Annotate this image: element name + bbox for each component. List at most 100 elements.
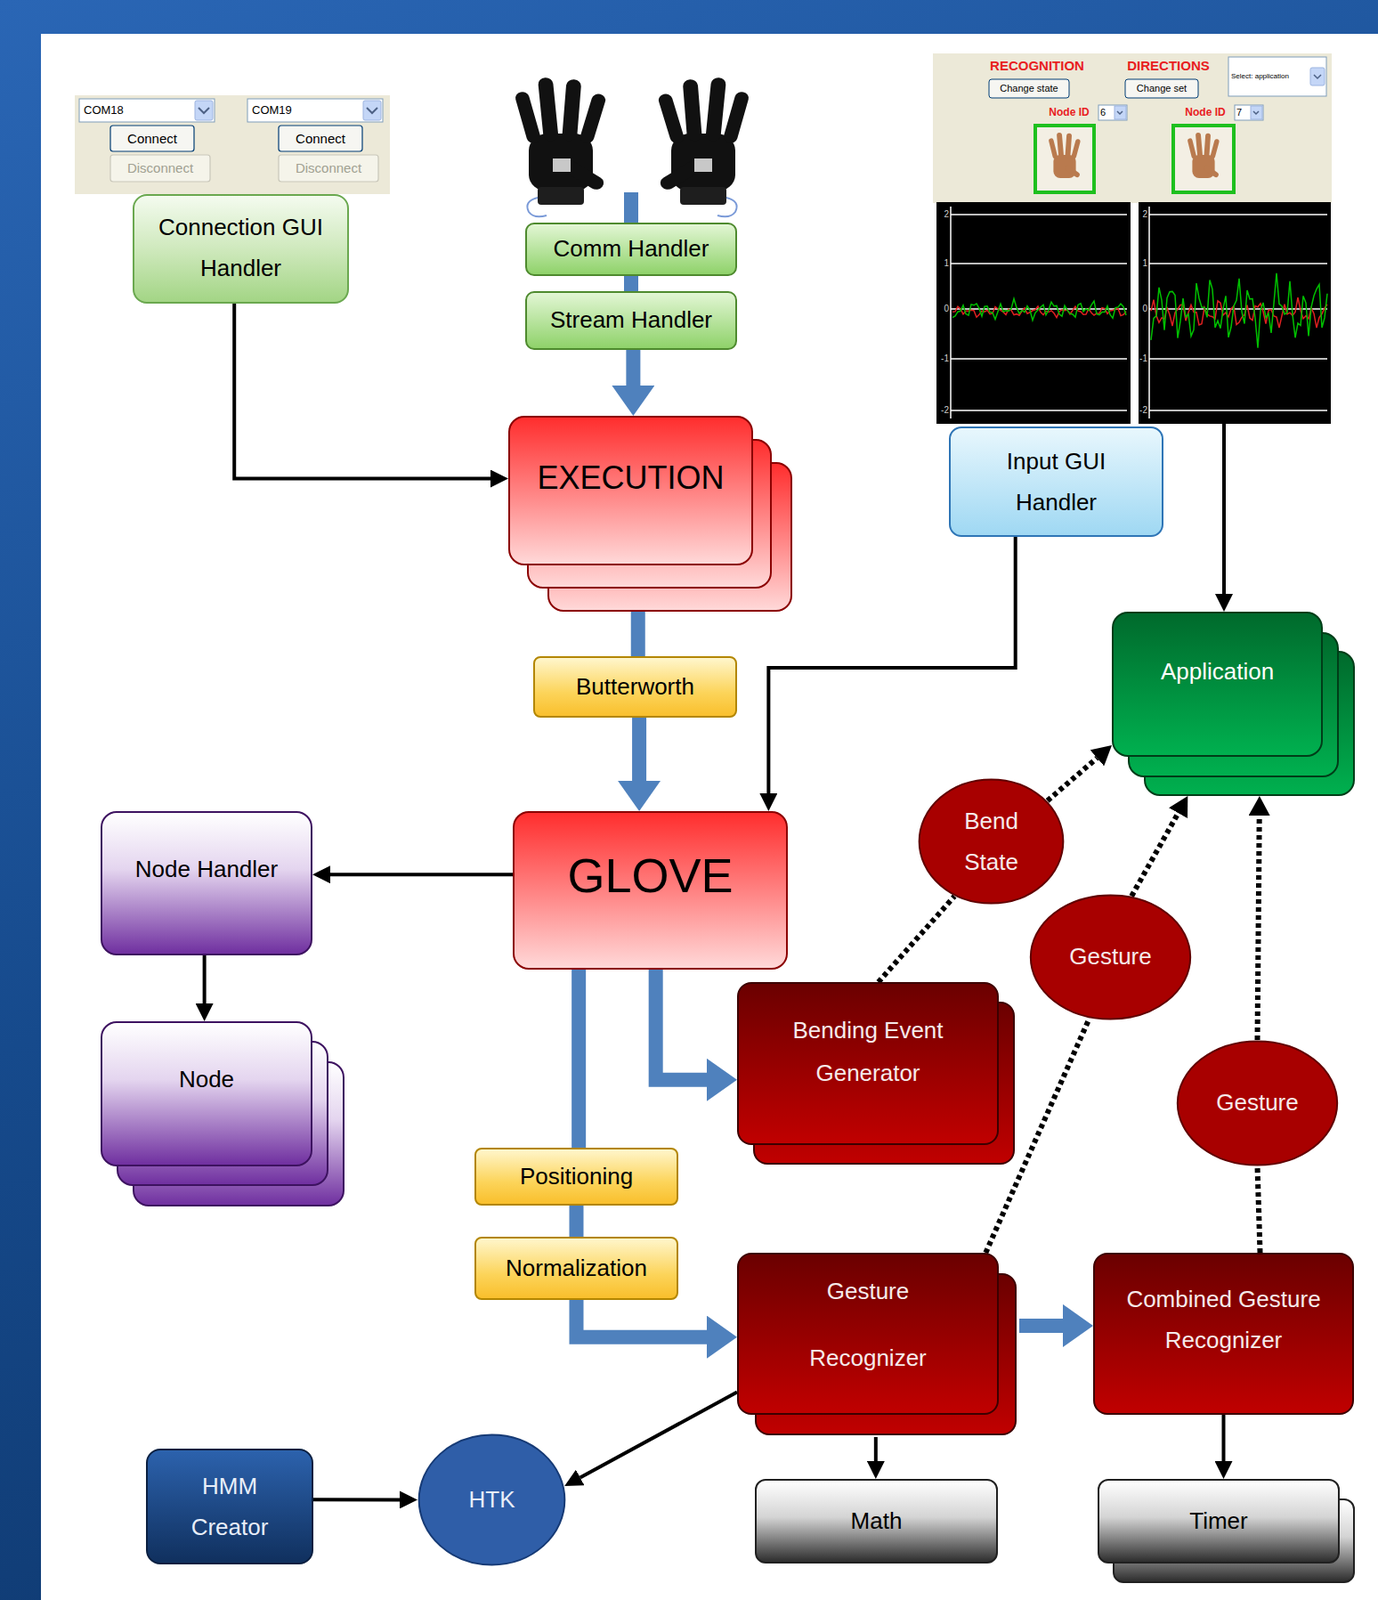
data-flow-arrow	[569, 1205, 584, 1237]
glove-cable	[526, 197, 547, 217]
button-label: Change state	[988, 79, 1070, 98]
node-box: Node	[100, 1021, 313, 1167]
data-flow-arrow	[624, 275, 639, 292]
gui-heading: RECOGNITION	[979, 56, 1095, 75]
combo-chevron	[1117, 111, 1123, 114]
box-label: Butterworth	[575, 672, 695, 701]
gridline	[1149, 357, 1328, 360]
control-arrow	[234, 303, 491, 479]
data-flow-arrow	[625, 349, 641, 386]
combo-button	[1310, 67, 1325, 86]
box-label: Comm Handler	[553, 235, 710, 263]
axis-tick: 0	[935, 302, 949, 316]
box-label: Gesture	[1069, 942, 1152, 971]
box-face: Connection GUI Handler	[132, 194, 349, 304]
gui-heading: DIRECTIONS	[1112, 56, 1224, 75]
control-arrow	[330, 872, 513, 876]
data-flow-arrow	[1019, 1318, 1063, 1333]
glove-cuff	[537, 186, 584, 205]
box-face: Input GUI Handler	[948, 426, 1164, 537]
combo-box	[1234, 105, 1264, 121]
box-face: Bend State	[917, 778, 1065, 905]
node-box: Node Handler	[100, 810, 313, 956]
tool-circle: HTK	[417, 1433, 567, 1566]
box-face: Application	[1111, 611, 1323, 757]
axis-tick: -1	[935, 352, 949, 365]
hand-icon-frame	[1035, 125, 1095, 193]
axis-tick: 2	[1135, 208, 1148, 221]
box-label: Combined Gesture Recognizer	[1112, 1278, 1336, 1361]
combo-text: 6	[1100, 105, 1113, 121]
gui-button	[110, 154, 211, 182]
gui-screenshot	[74, 95, 390, 195]
box-label: Timer	[1189, 1507, 1248, 1535]
signal-chart	[1138, 202, 1331, 424]
button-label: Connect	[110, 125, 195, 152]
box-label: Positioning	[519, 1162, 633, 1191]
control-arrow	[580, 1392, 738, 1478]
box-label: Gesture Recognizer	[801, 1257, 935, 1393]
data-stream-band	[624, 192, 639, 225]
box-label: Node	[178, 1065, 235, 1094]
axis-tick: 0	[1135, 302, 1148, 316]
sensor-module	[552, 158, 571, 172]
ellipse-outline	[917, 778, 1065, 905]
box-label: Stream Handler	[550, 306, 713, 334]
combo-button	[363, 100, 381, 121]
gui-button	[988, 79, 1070, 98]
box-label: Bend State	[947, 800, 1037, 883]
box-face: HMM Creator	[145, 1448, 314, 1565]
combo-button	[194, 100, 213, 121]
box-label: GLOVE	[567, 846, 733, 905]
signal-trace	[1151, 273, 1328, 349]
filter-box: Positioning	[474, 1147, 679, 1206]
gui-wire	[1222, 423, 1226, 596]
box-label: Math	[851, 1507, 903, 1535]
gui-button	[1125, 79, 1199, 98]
gui-button	[110, 125, 195, 152]
box-face: Gesture	[1029, 893, 1192, 1021]
handler-box: Input GUI Handler	[948, 426, 1164, 537]
control-arrow	[874, 1436, 878, 1461]
hand-icon-frame	[1173, 125, 1234, 193]
box-label: Bending Event Generator	[770, 1008, 966, 1095]
combo-button	[1250, 105, 1263, 120]
event-ellipse: Gesture	[1029, 893, 1192, 1021]
box-face: Stream Handler	[525, 291, 738, 350]
box-face: HTK	[417, 1433, 567, 1566]
sensor-module	[694, 158, 713, 172]
port-select: COM19	[251, 98, 350, 122]
box-label: EXECUTION	[536, 458, 724, 497]
gui-button	[278, 125, 363, 152]
box-label: Gesture	[1215, 1088, 1299, 1117]
utility-box: Timer	[1097, 1478, 1340, 1564]
combo-text: Select: application	[1231, 68, 1310, 85]
combo-chevron	[366, 107, 378, 114]
axis-tick: -2	[1135, 404, 1148, 417]
combo-box	[1228, 56, 1327, 97]
box-face: EXECUTION	[508, 415, 754, 566]
chart-axis	[949, 206, 952, 419]
box-label: Node Handler	[135, 855, 278, 884]
data-flow-arrow	[571, 969, 586, 1148]
signal-chart	[936, 202, 1131, 424]
combo-chevron	[1313, 74, 1322, 79]
hand-icon	[1048, 132, 1082, 179]
box-label: HTK	[469, 1485, 516, 1514]
data-flow-arrow	[631, 611, 646, 657]
gridline	[950, 262, 1127, 265]
box-face: Positioning	[474, 1147, 679, 1206]
gui-screenshot	[932, 53, 1332, 203]
core-box: GLOVE	[512, 810, 788, 970]
recognizer-box: Gesture Recognizer	[737, 1252, 999, 1415]
event-arrow	[1257, 815, 1260, 1040]
gridline	[950, 213, 1127, 216]
event-arrow	[1131, 812, 1178, 896]
handler-box: Connection GUI Handler	[132, 194, 349, 304]
axis-tick: -1	[1135, 352, 1148, 365]
core-box: EXECUTION	[508, 415, 754, 566]
box-label: Application	[1160, 657, 1274, 686]
field-label: Node ID	[1177, 105, 1233, 121]
filter-box: Normalization	[474, 1236, 679, 1300]
